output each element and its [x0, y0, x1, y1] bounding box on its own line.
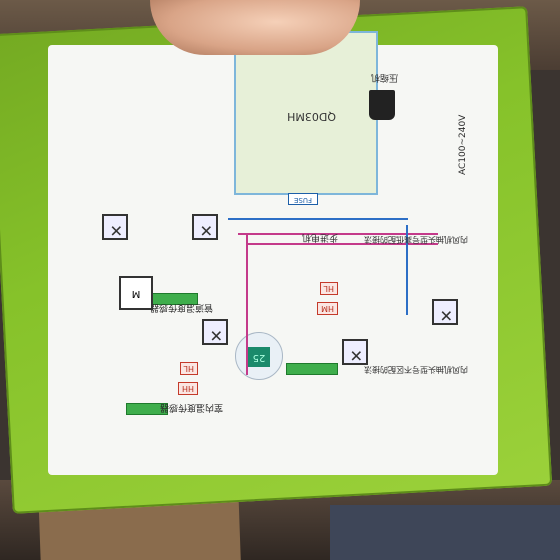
fan-icon [432, 299, 458, 325]
pcb-board: QD03MH [234, 31, 378, 195]
indoor-display-icon: 25 [235, 332, 283, 380]
wire [246, 235, 248, 375]
terminal-block [286, 363, 338, 375]
compressor-label: 压缩机 [370, 72, 398, 82]
fan-icon [342, 339, 368, 365]
caption: 步进电机 [301, 232, 338, 242]
hand-thumb [150, 0, 360, 55]
background-object [330, 505, 560, 560]
fuse-label: FUSE [288, 193, 318, 205]
note-chip: HL [319, 282, 338, 295]
fan-icon [202, 319, 228, 345]
display-digits: 25 [248, 347, 270, 367]
caption: 内风机抽头型号不区配的接法 [364, 365, 468, 374]
note-chip: HH [177, 382, 198, 395]
note-chip: HM [317, 302, 338, 315]
compressor-icon [369, 90, 395, 120]
fan-icon [192, 214, 218, 240]
model-label: QD03MH [287, 110, 336, 123]
voltage-label: AC100~240V [458, 114, 468, 175]
fan-icon [102, 214, 128, 240]
stepper-motor-icon: M [119, 276, 153, 310]
caption: 室内温度传感器 [159, 402, 223, 412]
caption: 内风机抽头型号高低配的接法 [364, 235, 468, 244]
note-chip: HL [179, 362, 198, 375]
wire [228, 218, 408, 220]
wiring-diagram-panel: 25 QD03MH FUSE HH HL [48, 31, 498, 475]
caption: 管道温度传感器 [149, 302, 213, 312]
